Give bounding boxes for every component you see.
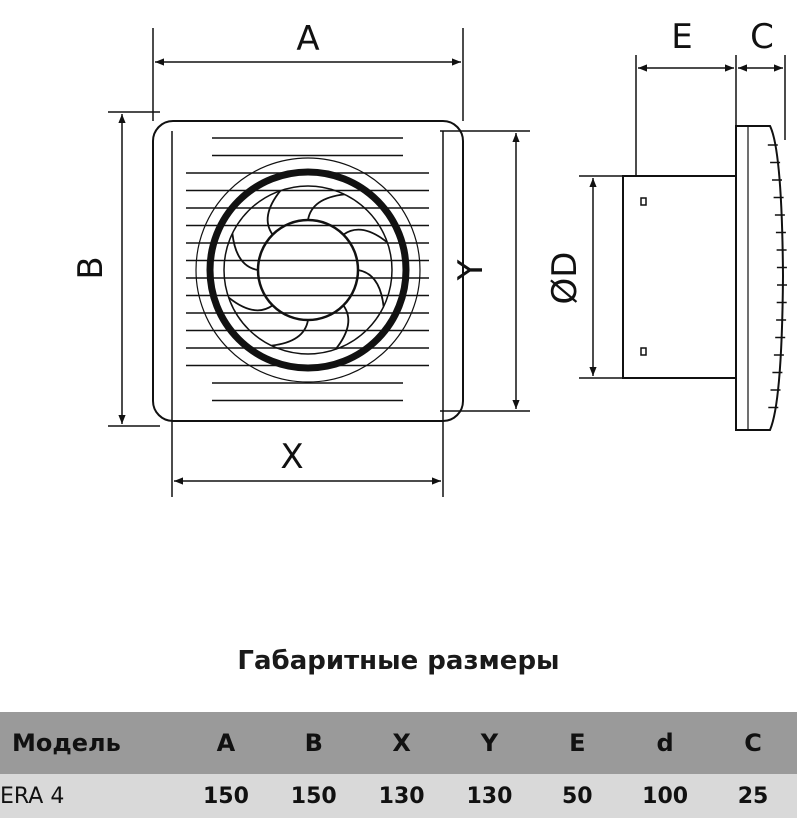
cell-c: 25 bbox=[709, 774, 797, 818]
cell-b: 150 bbox=[269, 774, 358, 818]
header-a: A bbox=[182, 712, 270, 774]
impeller-blade bbox=[307, 193, 345, 221]
header-c: C bbox=[709, 712, 797, 774]
front-panel-profile bbox=[735, 125, 785, 431]
table-header-row: Модель A B X Y E d C bbox=[0, 712, 797, 774]
dimension-x-label: X bbox=[280, 437, 303, 477]
header-d: d bbox=[621, 712, 710, 774]
impeller-inner-ring bbox=[223, 185, 393, 355]
header-b: B bbox=[269, 712, 358, 774]
cell-model: ERA 4 bbox=[0, 774, 182, 818]
spigot-clip-bottom bbox=[640, 347, 647, 356]
dimension-b-label: B bbox=[71, 256, 111, 279]
header-y: Y bbox=[445, 712, 534, 774]
dimensions-table: Модель A B X Y E d C ERA 4 150 150 130 1… bbox=[0, 712, 797, 818]
impeller-blade bbox=[357, 269, 385, 307]
impeller-blade bbox=[231, 233, 259, 271]
impeller-blades bbox=[228, 190, 388, 350]
impeller-ring bbox=[206, 168, 410, 372]
dimension-e-label: E bbox=[671, 17, 692, 57]
table-title: Габаритные размеры bbox=[237, 646, 560, 676]
impeller-outer-ring bbox=[195, 157, 421, 383]
front-panel-outline bbox=[152, 120, 464, 422]
dimension-c-label: C bbox=[750, 17, 774, 57]
cell-y: 130 bbox=[445, 774, 534, 818]
fan-dimension-drawing: A B X Y E C ØD bbox=[71, 17, 787, 497]
cell-e: 50 bbox=[533, 774, 622, 818]
impeller-blade bbox=[266, 190, 282, 236]
impeller-blade bbox=[334, 304, 350, 350]
header-x: X bbox=[357, 712, 446, 774]
cell-x: 130 bbox=[357, 774, 446, 818]
cell-d: 100 bbox=[621, 774, 710, 818]
side-dimensions bbox=[579, 55, 786, 379]
impeller-blade bbox=[228, 296, 274, 312]
header-model: Модель bbox=[0, 712, 182, 774]
impeller-blade bbox=[342, 228, 388, 244]
table-row: ERA 4 150 150 130 130 50 100 25 bbox=[0, 774, 797, 818]
cell-a: 150 bbox=[182, 774, 270, 818]
front-view bbox=[152, 120, 464, 422]
dimension-d-label: ØD bbox=[545, 252, 585, 305]
duct-spigot bbox=[622, 175, 737, 379]
header-e: E bbox=[533, 712, 622, 774]
front-panel-ribs bbox=[767, 144, 787, 409]
dimension-y-label: Y bbox=[451, 259, 491, 281]
impeller-hub bbox=[256, 218, 360, 322]
dimension-a-label: A bbox=[296, 19, 319, 59]
side-view bbox=[622, 125, 787, 431]
impeller-blade bbox=[271, 319, 309, 347]
spigot-clip-top bbox=[640, 197, 647, 206]
front-dimensions bbox=[108, 28, 530, 497]
